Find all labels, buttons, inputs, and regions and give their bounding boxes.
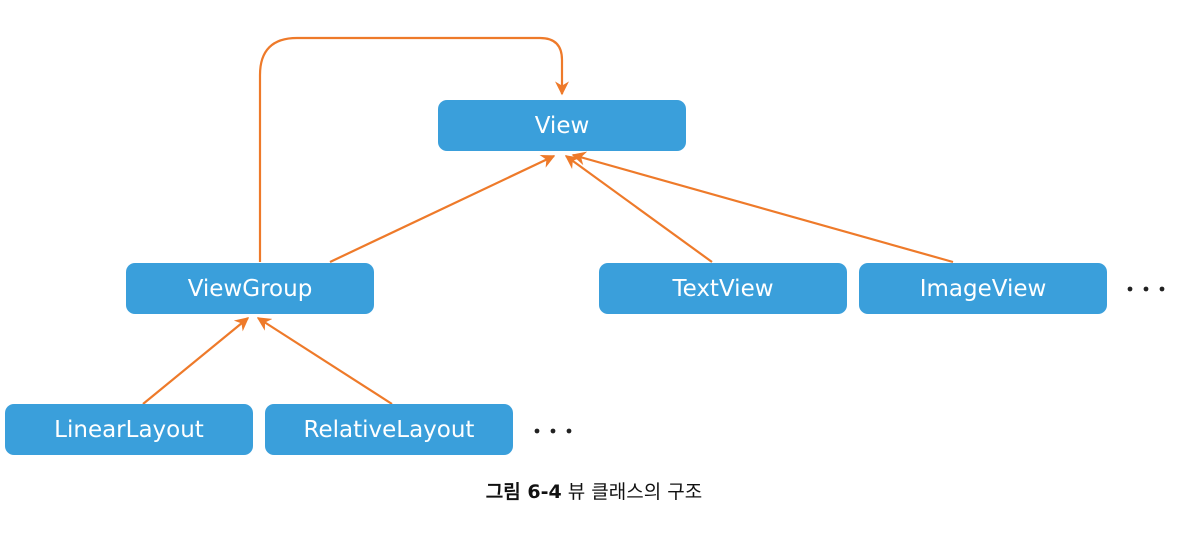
edge-imageview-to-view — [571, 151, 954, 264]
node-imageview: ImageView — [859, 263, 1107, 314]
edge-viewgroup-to-view-loop — [258, 36, 569, 262]
node-view: View — [438, 100, 686, 151]
ellipsis-viewgroup-children — [534, 428, 572, 434]
edge-viewgroup-to-view — [329, 155, 556, 263]
edge-textview-to-view — [564, 155, 713, 263]
node-linearlayout-label: LinearLayout — [54, 417, 204, 443]
node-linearlayout: LinearLayout — [5, 404, 253, 455]
figure-title: 뷰 클래스의 구조 — [567, 481, 703, 503]
node-textview: TextView — [599, 263, 847, 314]
node-imageview-label: ImageView — [920, 276, 1047, 302]
node-textview-label: TextView — [671, 276, 773, 302]
ellipsis-view-children — [1127, 286, 1165, 292]
node-viewgroup: ViewGroup — [126, 263, 374, 314]
node-relativelayout-label: RelativeLayout — [304, 417, 475, 443]
node-relativelayout: RelativeLayout — [265, 404, 513, 455]
figure-caption: 그림 6-4 뷰 클래스의 구조 — [0, 483, 1188, 502]
figure-number: 그림 6-4 — [485, 481, 562, 503]
edge-relativelayout-to-viewgroup — [256, 317, 393, 405]
node-viewgroup-label: ViewGroup — [188, 276, 313, 302]
edge-linearlayout-to-viewgroup — [142, 317, 250, 405]
node-view-label: View — [535, 113, 590, 139]
